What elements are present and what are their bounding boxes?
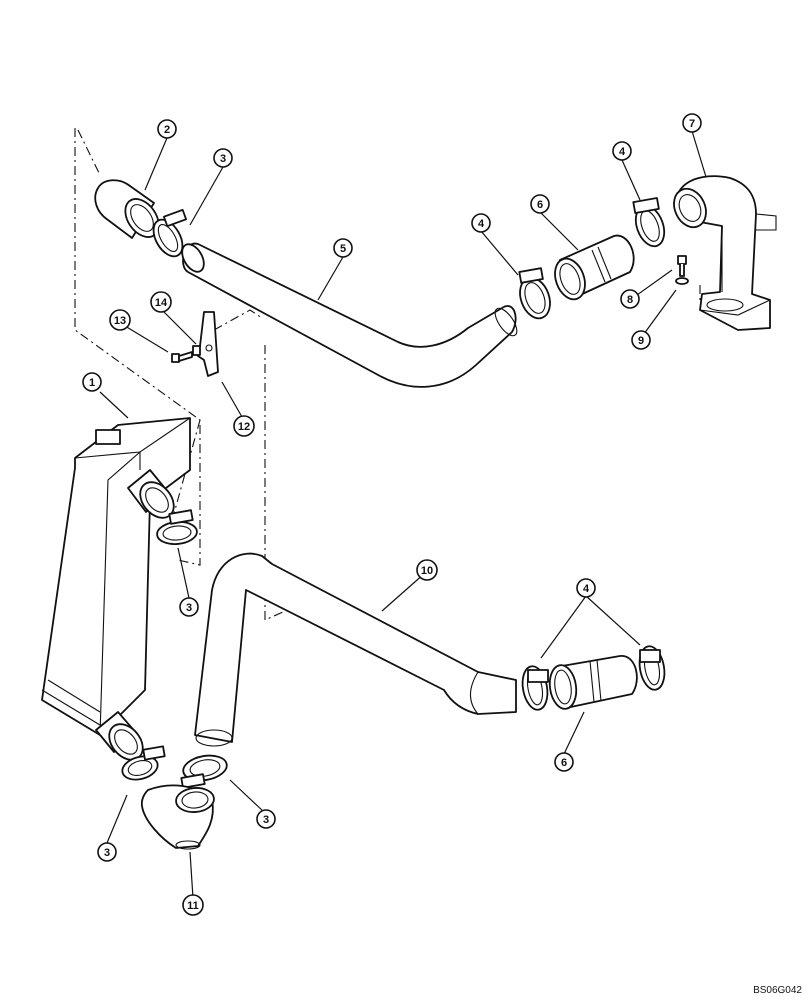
svg-text:1: 1	[89, 377, 95, 389]
callout-1[interactable]: 1	[82, 372, 102, 392]
hose-clamp-mid[interactable]	[156, 509, 198, 546]
svg-text:3: 3	[186, 602, 192, 614]
callout-4-upper-b[interactable]: 4	[612, 141, 632, 161]
callout-3-mid[interactable]: 3	[179, 597, 199, 617]
svg-text:8: 8	[627, 294, 633, 306]
hose-clamp-lower-a[interactable]	[519, 664, 550, 711]
svg-text:3: 3	[104, 847, 110, 859]
svg-text:2: 2	[164, 124, 170, 136]
hose-coupling-lower[interactable]	[547, 655, 638, 711]
hose-clamp-lower-left[interactable]	[120, 745, 166, 783]
svg-text:11: 11	[187, 900, 199, 912]
svg-text:12: 12	[238, 421, 250, 433]
callout-10[interactable]: 10	[416, 559, 438, 581]
diagram-code: BS06G042	[753, 985, 802, 996]
elbow-hose-lower[interactable]	[140, 784, 215, 850]
hose-clamp-upper-right-a[interactable]	[515, 267, 556, 322]
callout-11[interactable]: 11	[182, 894, 204, 916]
svg-text:3: 3	[220, 153, 226, 165]
bolt-bracket[interactable]	[171, 351, 193, 363]
svg-text:14: 14	[155, 297, 168, 309]
lower-tube[interactable]	[194, 552, 517, 747]
callout-3-bottom-right[interactable]: 3	[256, 809, 276, 829]
callout-5[interactable]: 5	[333, 238, 353, 258]
hose-clamp-lower-b[interactable]	[636, 644, 667, 691]
leader-lines	[99, 130, 707, 899]
bolt-elbow[interactable]	[677, 255, 687, 277]
svg-text:4: 4	[583, 583, 590, 595]
svg-text:3: 3	[263, 814, 269, 826]
hose-clamp-upper[interactable]	[148, 208, 189, 261]
hose-clamp-upper-right-b[interactable]	[631, 197, 670, 250]
nut-bracket[interactable]	[192, 345, 201, 356]
svg-text:13: 13	[114, 315, 126, 327]
callout-2[interactable]: 2	[157, 119, 177, 139]
callout-12[interactable]: 12	[233, 415, 255, 437]
svg-text:7: 7	[689, 118, 695, 130]
callout-8[interactable]: 8	[620, 289, 640, 309]
hose-clamp-lower-right[interactable]	[180, 752, 228, 789]
callout-4-upper-a[interactable]: 4	[471, 213, 491, 233]
svg-text:4: 4	[619, 146, 626, 158]
elbow-outlet[interactable]	[668, 175, 777, 331]
washer-elbow[interactable]	[675, 277, 689, 285]
callout-3-bottom-left[interactable]: 3	[97, 842, 117, 862]
callout-6-upper[interactable]: 6	[530, 194, 550, 214]
callout-3-top[interactable]: 3	[213, 148, 233, 168]
hose-coupling-upper[interactable]	[550, 234, 635, 304]
callout-6-lower[interactable]: 6	[554, 752, 574, 772]
callout-7[interactable]: 7	[682, 113, 702, 133]
svg-text:6: 6	[537, 199, 543, 211]
elbow-hose-upper[interactable]	[94, 179, 165, 243]
svg-text:9: 9	[638, 335, 644, 347]
callout-14[interactable]: 14	[150, 291, 172, 313]
bracket[interactable]	[197, 311, 219, 377]
intercooler[interactable]	[41, 417, 191, 766]
upper-tube[interactable]	[178, 241, 521, 388]
svg-text:5: 5	[340, 243, 346, 255]
callout-9[interactable]: 9	[631, 330, 651, 350]
svg-text:6: 6	[561, 757, 567, 769]
callout-13[interactable]: 13	[109, 309, 131, 331]
callout-4-lower[interactable]: 4	[576, 578, 596, 598]
svg-text:4: 4	[478, 218, 485, 230]
svg-text:10: 10	[421, 565, 433, 577]
